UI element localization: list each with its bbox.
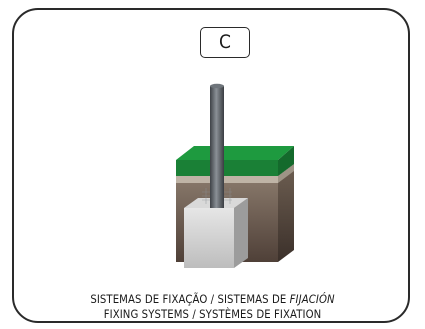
concrete-front bbox=[184, 208, 234, 268]
pole bbox=[210, 86, 224, 208]
grass-top bbox=[176, 146, 294, 160]
grass-front bbox=[176, 160, 278, 176]
caption-line-1-part-b: FIJACIÓN bbox=[289, 292, 335, 306]
caption-line-1: SISTEMAS DE FIXAÇÃO / SISTEMAS DE FIJACI… bbox=[43, 292, 382, 306]
concrete-side bbox=[234, 198, 248, 268]
caption-line-2: FIXING SYSTEMS / SYSTÈMES DE FIXATION bbox=[103, 307, 322, 321]
soil-side bbox=[278, 164, 294, 262]
pole-cap bbox=[210, 83, 224, 89]
ground-fixing-illustration bbox=[170, 80, 300, 275]
variant-badge-label: C bbox=[219, 31, 231, 53]
sand-strip bbox=[176, 176, 278, 183]
caption-line-1-part-a: SISTEMAS DE FIXAÇÃO / SISTEMAS DE bbox=[90, 292, 290, 306]
sand-strip-side bbox=[278, 164, 294, 183]
variant-badge: C bbox=[200, 27, 250, 58]
ground-fixing-icon bbox=[176, 83, 294, 268]
grass-side bbox=[278, 146, 294, 176]
